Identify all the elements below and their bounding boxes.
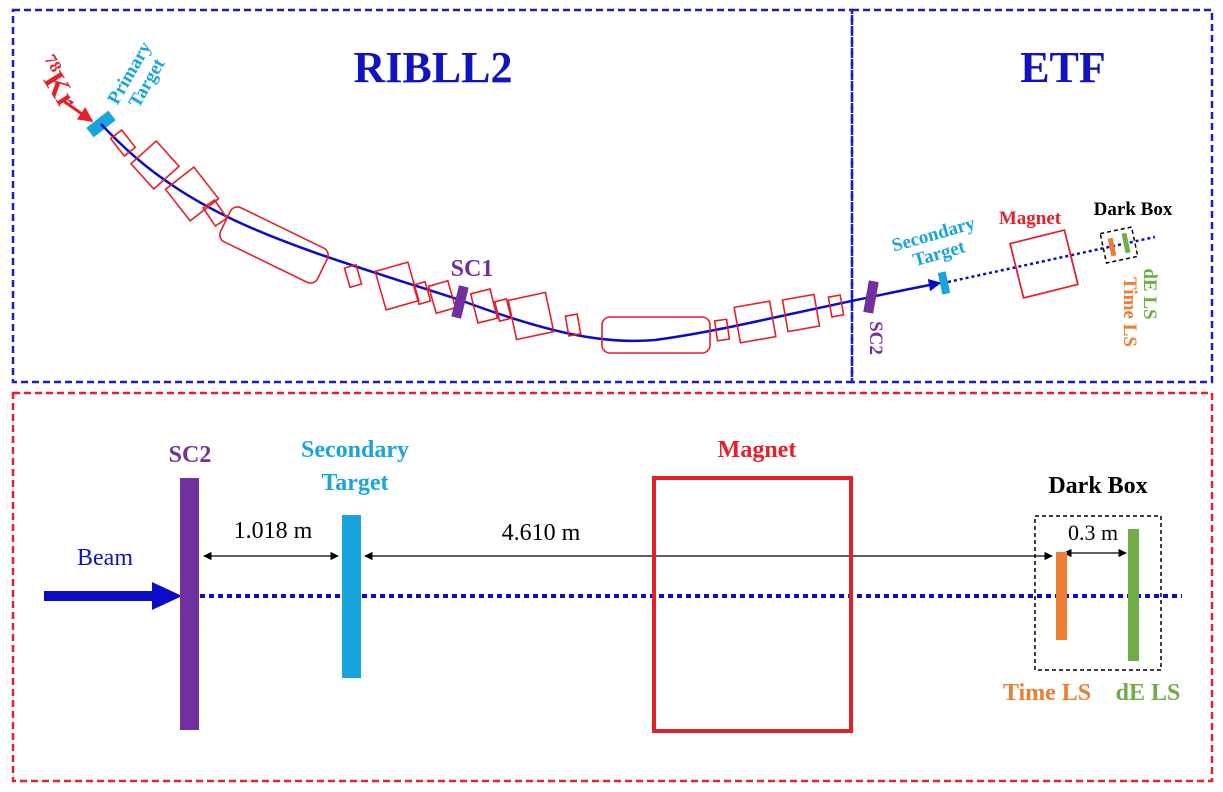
quad-element: [827, 294, 845, 318]
quad-element: [164, 166, 220, 222]
svg-text:SC2: SC2: [865, 321, 886, 355]
quad-element: [781, 293, 821, 333]
distance-sc2-target: 1.018 m: [234, 518, 313, 544]
beam-element: Kr: [37, 66, 84, 115]
quad-element: [374, 261, 420, 311]
beam-incoming-arrow: [61, 98, 94, 123]
quad-element: [507, 291, 555, 341]
distance-ls: 0.3 m: [1068, 520, 1118, 545]
sc2-label: SC2: [169, 442, 212, 468]
de-ls-label-top: dE LS: [1139, 268, 1160, 319]
quad-element: [343, 263, 363, 289]
de-ls-label: dE LS: [1116, 680, 1181, 706]
time-ls-top: [1107, 237, 1117, 257]
quad-element: [469, 288, 499, 324]
secondary-target: [342, 515, 361, 678]
distance-target-box: 4.610 m: [502, 520, 581, 546]
dark-box-label: Dark Box: [1048, 473, 1147, 499]
beam-arrow-shaft: [44, 591, 156, 601]
svg-text:dE LS: dE LS: [1139, 268, 1160, 319]
detail-frame: [11, 391, 1214, 783]
quad-element: [733, 300, 777, 344]
de-ls: [1128, 529, 1139, 661]
secondary-target-top: [937, 271, 951, 295]
quad-element: [427, 279, 457, 315]
beamline-elements: [109, 128, 845, 354]
etf-dotted-beam: [947, 235, 1156, 284]
quad-element: [201, 198, 229, 228]
quad-element: [713, 318, 731, 342]
magnet-top: [1008, 228, 1080, 300]
ribll2-title: RIBLL2: [354, 43, 513, 92]
beam-arrow-head: [152, 582, 182, 610]
bottom-panel: Beam SC2 Secondary Target 1.018 m 4.610 …: [11, 391, 1214, 783]
time-ls: [1056, 552, 1067, 640]
de-ls-top: [1121, 232, 1131, 254]
quad-element: [129, 139, 181, 191]
quad-element: [109, 128, 137, 158]
sc2-label-top: SC2: [865, 321, 886, 355]
quad-element: [564, 313, 582, 337]
magnet-label-top: Magnet: [999, 208, 1062, 229]
sc1-detector: [451, 285, 469, 319]
secondary-target-label-line2: Target: [321, 470, 388, 496]
quad-element: [412, 280, 432, 306]
magnet: [652, 476, 853, 733]
etf-title: ETF: [1020, 43, 1106, 92]
secondary-target-label-line1: Secondary: [301, 437, 409, 463]
dark-box-label-top: Dark Box: [1094, 199, 1173, 220]
top-panel: RIBLL2 ETF 78Kr Primary Target: [11, 8, 1214, 384]
secondary-target-label-top: Secondary Target: [889, 213, 977, 272]
magnet-label: Magnet: [718, 437, 797, 463]
time-ls-label-top: Time LS: [1119, 277, 1140, 347]
svg-text:Time LS: Time LS: [1119, 277, 1140, 347]
beamline-path: [100, 123, 942, 343]
sc2-detector: [180, 478, 199, 730]
time-ls-label: Time LS: [1003, 680, 1091, 706]
beam-label: Beam: [77, 545, 133, 571]
quad-element: [493, 297, 513, 323]
primary-target-label: Primary Target: [104, 38, 170, 112]
svg-text:78Kr: 78Kr: [28, 51, 85, 115]
etf-frame: [850, 8, 1214, 384]
beam-ion-label: 78Kr: [28, 51, 85, 115]
dipole-element: [601, 316, 711, 354]
sc1-label: SC1: [451, 256, 494, 282]
sc2-detector-top: [863, 280, 879, 314]
dipole-element: [219, 206, 329, 284]
dark-box: [1034, 515, 1162, 671]
